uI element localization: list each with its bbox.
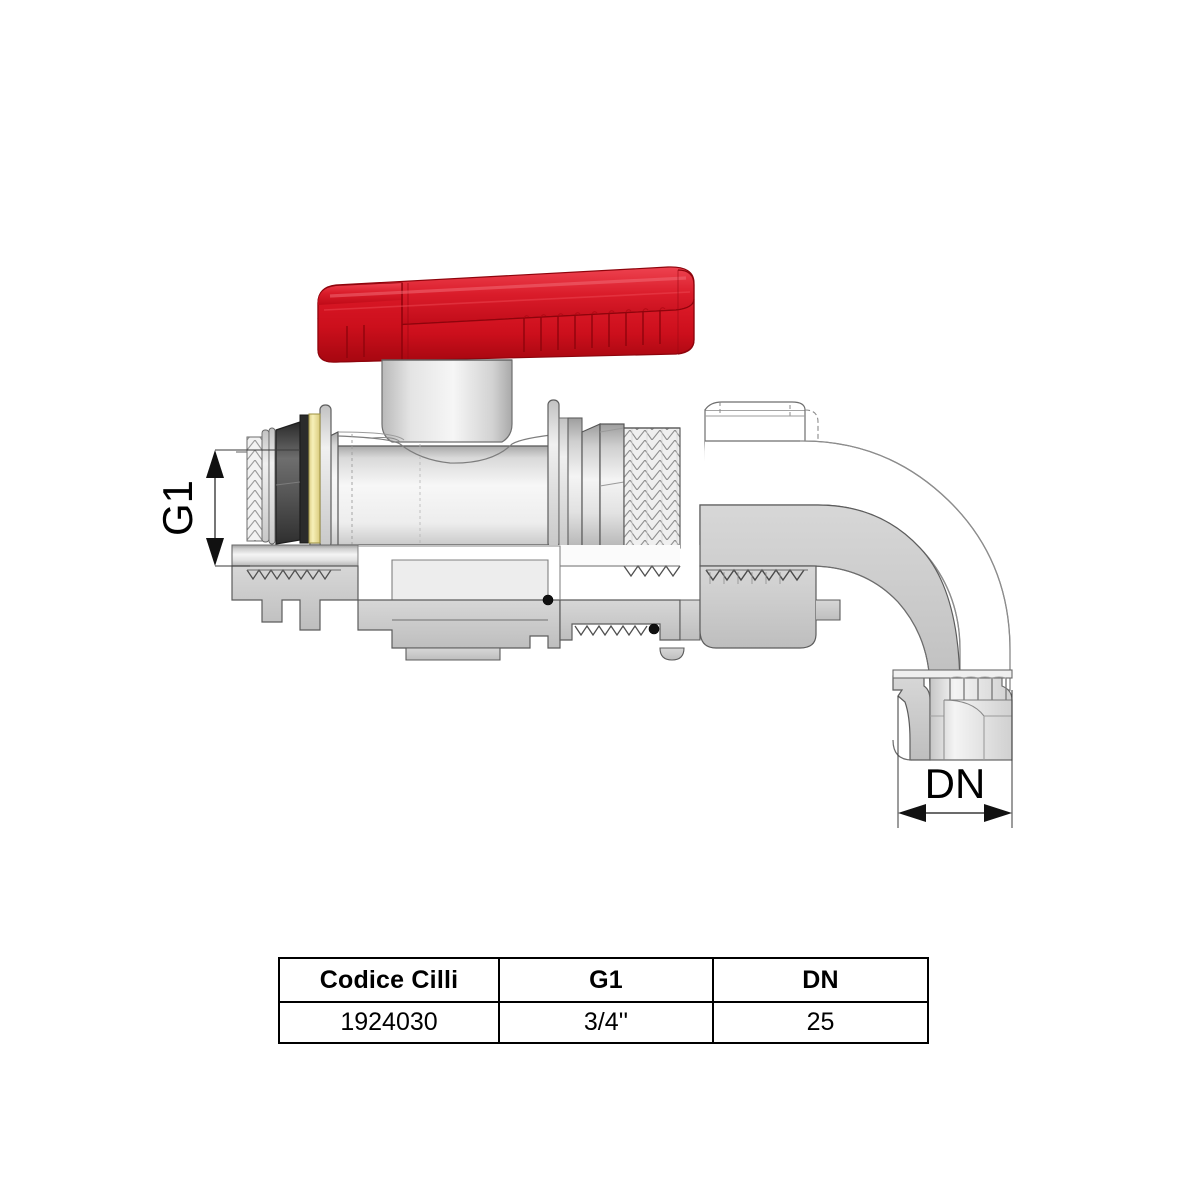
column-header-g1: G1: [498, 957, 714, 1003]
table-header-row: Codice Cilli G1 DN: [278, 957, 929, 1003]
dimension-label-g1: G1: [154, 480, 201, 536]
dimension-g1: G1: [154, 449, 300, 567]
valve-section-cutaway: [231, 544, 701, 661]
ball-valve-assembly: [231, 266, 701, 661]
outlet-male-thread: [581, 423, 681, 549]
column-header-dn: DN: [712, 957, 929, 1003]
inlet-hex-nut-group: [236, 413, 321, 545]
cell-dn: 25: [712, 1001, 929, 1044]
dimension-label-dn: DN: [925, 760, 986, 807]
column-header-codice-cilli: Codice Cilli: [278, 957, 500, 1003]
dimension-dn: DN: [898, 760, 1012, 822]
cell-codice-cilli: 1924030: [278, 1001, 500, 1044]
red-lever-handle: [317, 266, 695, 363]
spec-table-container: Codice Cilli G1 DN 1924030 3/4'' 25: [278, 957, 929, 1044]
table-row: 1924030 3/4'' 25: [278, 1001, 929, 1044]
valve-stem: [371, 359, 513, 443]
outlet-spout: [892, 669, 1013, 761]
dn-extension-lines: [897, 690, 1013, 828]
elbow-female-thread: [699, 565, 841, 649]
elbow-assembly: [699, 401, 1013, 828]
spec-table: Codice Cilli G1 DN 1924030 3/4'' 25: [278, 957, 929, 1044]
cell-g1: 3/4'': [498, 1001, 714, 1044]
